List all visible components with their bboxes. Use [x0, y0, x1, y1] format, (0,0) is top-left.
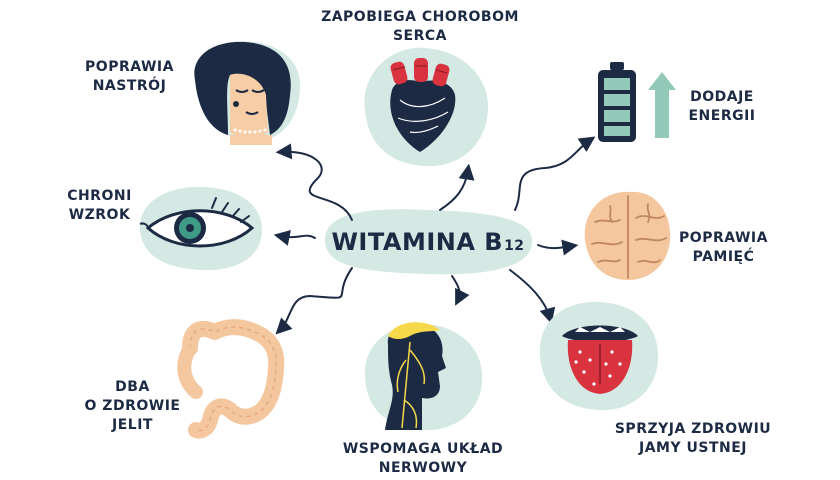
label-line: JELIT	[112, 417, 153, 433]
label-line: JAMY USTNEJ	[639, 440, 747, 456]
label-line: NERWOWY	[378, 460, 468, 476]
arrow-to-mood	[275, 143, 353, 221]
heart-icon	[364, 47, 489, 167]
eye-icon	[139, 186, 262, 271]
label-line: DODAJE	[690, 89, 754, 105]
center-blob	[325, 209, 533, 275]
arrow-to-heart	[439, 163, 475, 211]
label-line: NASTRÓJ	[92, 78, 167, 94]
label-line: WZROK	[68, 207, 131, 223]
label-line: DBA	[115, 379, 150, 395]
label-line: POPRAWIA	[679, 230, 768, 246]
label-line: POPRAWIA	[85, 59, 174, 75]
arrow-to-memory	[537, 239, 579, 256]
center-title-subscript: 12	[504, 238, 525, 254]
center-title-text: WITAMINA B	[331, 228, 504, 256]
arrow-to-gut	[275, 267, 353, 335]
arrow-to-mouth	[509, 269, 556, 325]
label-line: O ZDROWIE	[84, 398, 181, 414]
label-line: PAMIĘĆ	[692, 249, 755, 265]
arrow-to-energy	[514, 136, 596, 211]
arrow-to-nerves	[451, 275, 470, 306]
label-energy: DODAJE ENERGII	[682, 88, 762, 126]
intestine-icon	[177, 319, 285, 439]
label-line: SPRZYJA ZDROWIU	[614, 421, 772, 437]
label-line: SERCA	[392, 28, 448, 44]
label-gut: DBA O ZDROWIE JELIT	[80, 378, 185, 435]
label-line: CHRONI	[67, 188, 132, 204]
arrows	[273, 136, 596, 335]
battery-icon	[598, 62, 676, 142]
arrow-to-vision	[273, 230, 316, 246]
label-line: WSPOMAGA UKŁAD	[342, 441, 504, 457]
brain-icon	[584, 191, 671, 280]
label-memory: POPRAWIA PAMIĘĆ	[676, 229, 771, 267]
label-line: ZAPOBIEGA CHOROBOM	[321, 9, 519, 25]
head-nerves-icon	[364, 322, 483, 431]
label-line: ENERGII	[688, 108, 756, 124]
label-nerves: WSPOMAGA UKŁAD NERWOWY	[318, 440, 528, 478]
label-heart: ZAPOBIEGA CHOROBOM SERCA	[315, 8, 525, 46]
woman-face-icon	[194, 41, 300, 145]
label-mood: POPRAWIA NASTRÓJ	[72, 58, 187, 96]
tongue-icon	[539, 301, 659, 411]
label-vision: CHRONI WZROK	[62, 187, 137, 225]
label-mouth: SPRZYJA ZDROWIU JAMY USTNEJ	[598, 420, 788, 458]
